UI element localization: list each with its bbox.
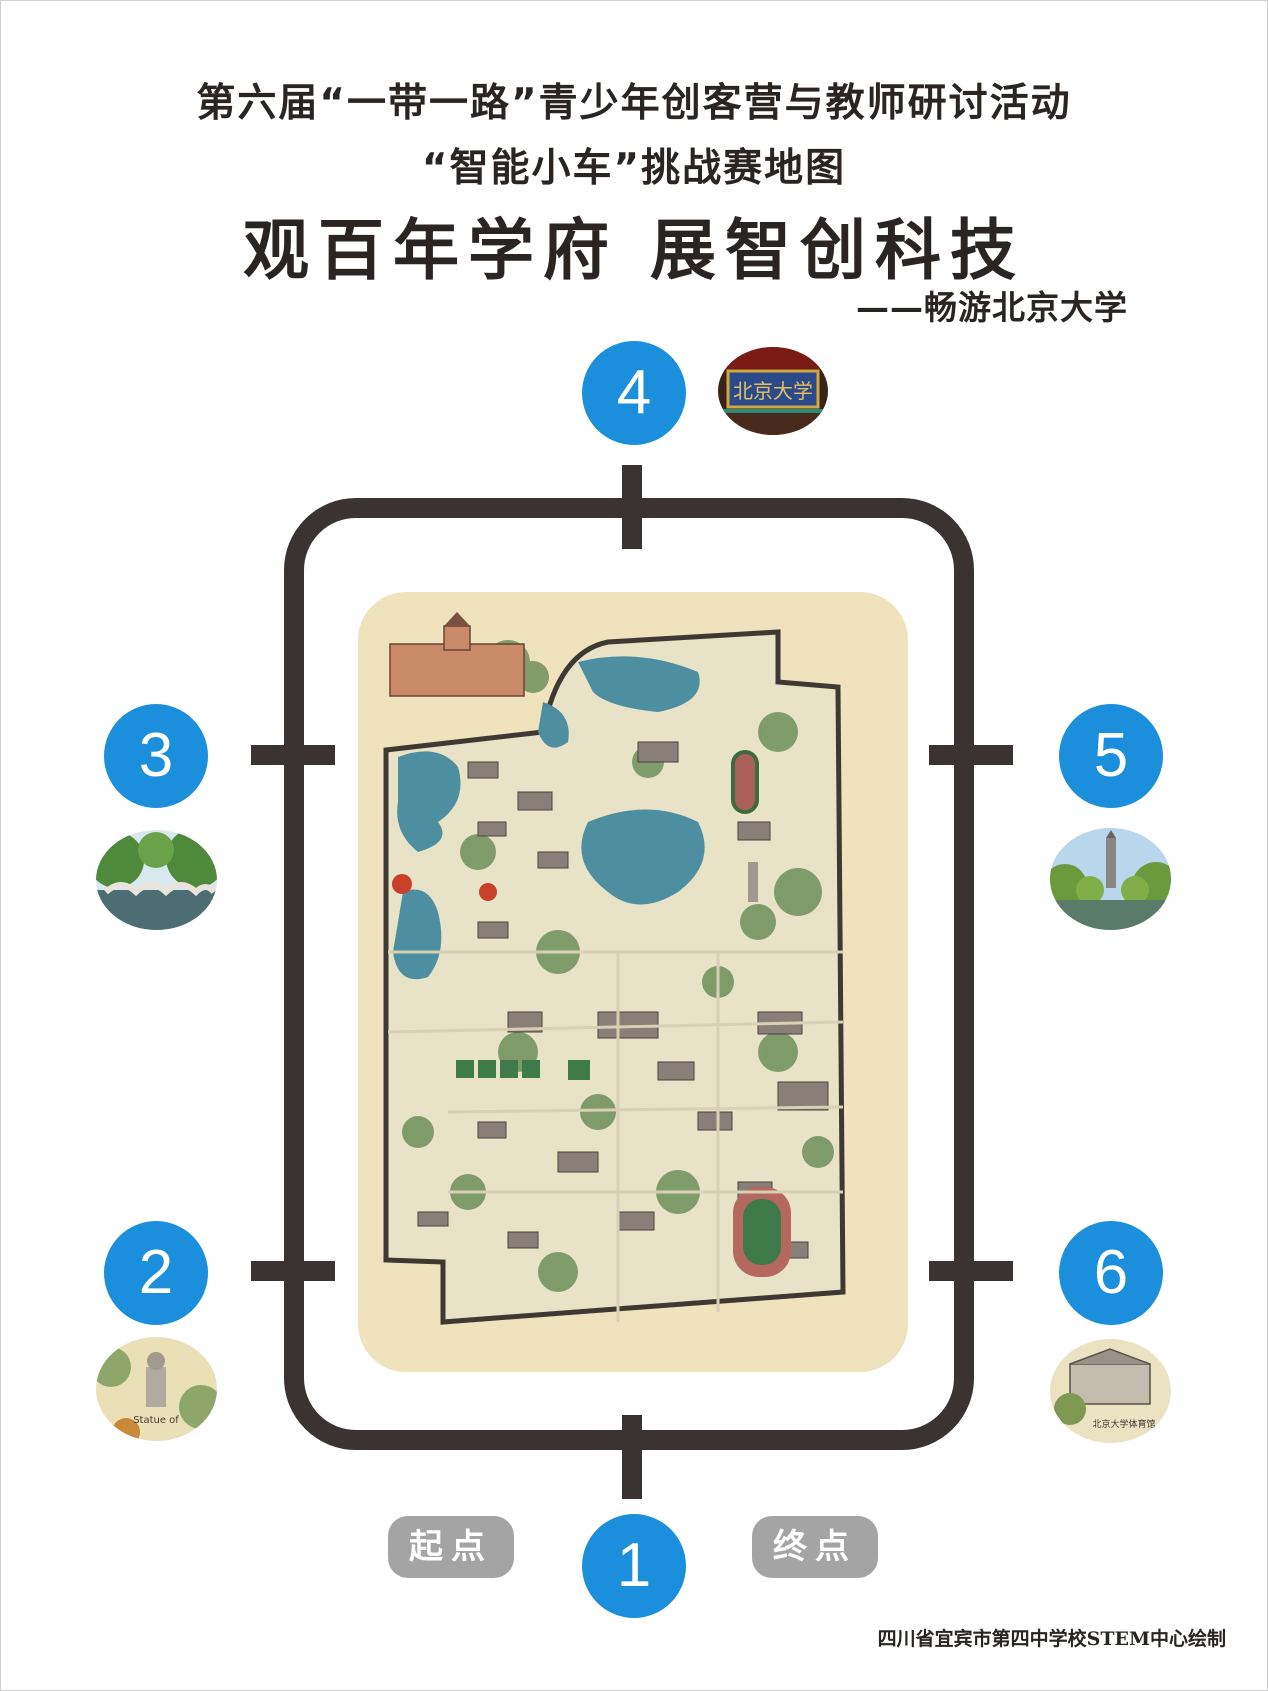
- headline: 观百年学府 展智创科技: [243, 212, 1025, 289]
- credit-line: 四川省宜宾市第四中学校STEM中心绘制: [877, 1628, 1226, 1650]
- checkpoint-3: 3: [104, 704, 208, 808]
- main-building-illustration: [389, 612, 525, 697]
- maple-tree: [392, 874, 412, 894]
- campus-map: [358, 592, 908, 1372]
- gate-plaque-text: 北京大学: [733, 379, 813, 403]
- track-tick-right-lower: [929, 1261, 1013, 1281]
- event-title: 第六届“一带一路”青少年创客营与教师研讨活动: [196, 81, 1072, 126]
- university-gate-photo: 北京大学: [718, 347, 828, 435]
- track-tick-bottom: [622, 1415, 642, 1499]
- challenge-title: “智能小车”挑战赛地图: [421, 146, 847, 191]
- gymnasium-caption: 北京大学体育馆: [1092, 1418, 1155, 1430]
- stone-bridge-photo: [96, 830, 217, 930]
- statue-photo: Statue of: [96, 1337, 217, 1441]
- campus-roads: [387, 950, 844, 1322]
- track-tick-left-upper: [251, 745, 335, 765]
- boya-pagoda-photo: [1050, 828, 1171, 930]
- checkpoint-4: 4: [582, 341, 686, 445]
- finish-label: 终点: [752, 1516, 878, 1578]
- track-tick-top: [622, 465, 642, 549]
- checkpoint-1: 1: [582, 1514, 686, 1618]
- gymnasium-photo: 北京大学体育馆: [1050, 1339, 1171, 1443]
- south-track-field: [733, 1187, 791, 1277]
- statue-caption: Statue of: [133, 1415, 179, 1426]
- campus-map-illustration: [383, 612, 846, 1325]
- maple-tree: [479, 883, 497, 901]
- weiming-lake: [581, 809, 705, 905]
- pond-north: [538, 702, 569, 748]
- track-tick-left-lower: [251, 1261, 335, 1281]
- subtitle: ——畅游北京大学: [856, 288, 1128, 327]
- checkpoint-6: 6: [1059, 1221, 1163, 1325]
- tennis-courts: [456, 1060, 590, 1080]
- pagoda: [748, 862, 758, 902]
- lake-southwest: [393, 889, 442, 980]
- start-label: 起点: [388, 1516, 514, 1578]
- track-tick-right-upper: [929, 745, 1013, 765]
- lake-north: [578, 656, 700, 712]
- checkpoint-2: 2: [104, 1221, 208, 1325]
- car-track: [284, 498, 974, 1450]
- checkpoint-5: 5: [1059, 704, 1163, 808]
- north-track-field: [731, 750, 759, 814]
- lake-west: [397, 751, 461, 852]
